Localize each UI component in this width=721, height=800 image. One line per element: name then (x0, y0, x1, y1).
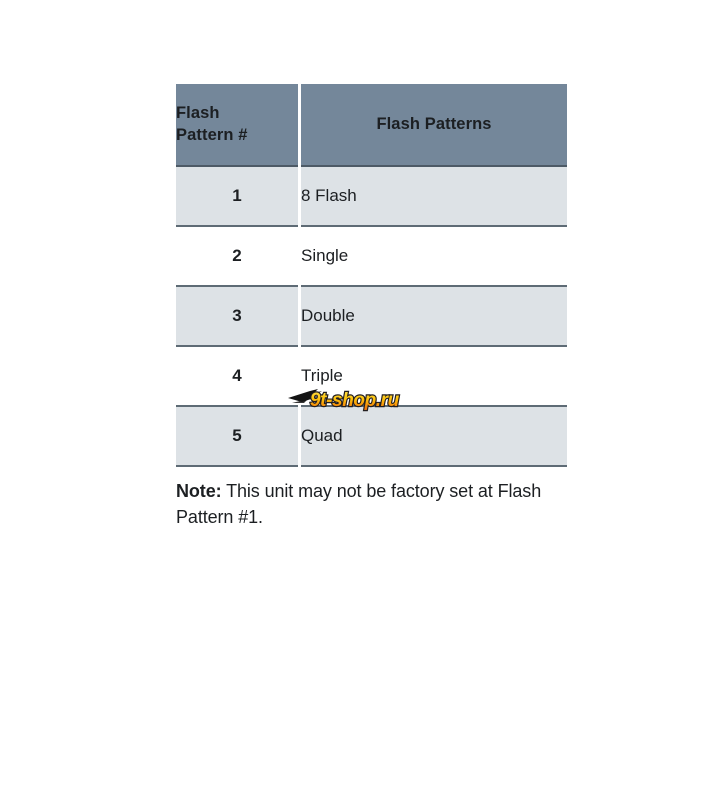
table-row: 5 Quad (176, 407, 567, 467)
table-header: Flash Pattern # Flash Patterns (176, 84, 567, 167)
column-gutter (298, 84, 301, 167)
row-gutter (298, 287, 301, 347)
cell-pattern-name: Double (301, 287, 567, 347)
row-gutter (298, 407, 301, 467)
cell-pattern-number: 1 (176, 167, 298, 227)
table-row: 4 Triple (176, 347, 567, 407)
table-body: 1 8 Flash 2 Single 3 Double 4 Tr (176, 167, 567, 467)
note-text: Note: This unit may not be factory set a… (176, 478, 566, 530)
cell-pattern-number: 2 (176, 227, 298, 287)
cell-pattern-number: 5 (176, 407, 298, 467)
cell-pattern-name: Single (301, 227, 567, 287)
cell-pattern-name: Triple (301, 347, 567, 407)
note-label: Note: (176, 481, 222, 501)
column-header-line2: Pattern # (176, 125, 248, 144)
column-header-flash-patterns: Flash Patterns (301, 84, 567, 167)
row-gutter (298, 347, 301, 407)
column-header-flash-pattern-number: Flash Pattern # (176, 84, 298, 167)
table-row: 3 Double (176, 287, 567, 347)
column-header-line1: Flash (176, 103, 220, 122)
cell-pattern-name: Quad (301, 407, 567, 467)
cell-pattern-name: 8 Flash (301, 167, 567, 227)
flash-pattern-table: Flash Pattern # Flash Patterns 1 8 Flash… (176, 84, 567, 467)
row-gutter (298, 227, 301, 287)
cell-pattern-number: 4 (176, 347, 298, 407)
note-body: This unit may not be factory set at Flas… (176, 481, 542, 528)
row-gutter (298, 167, 301, 227)
cell-pattern-number: 3 (176, 287, 298, 347)
table-row: 2 Single (176, 227, 567, 287)
table-row: 1 8 Flash (176, 167, 567, 227)
table-header-row: Flash Pattern # Flash Patterns (176, 84, 567, 167)
flash-pattern-table-container: Flash Pattern # Flash Patterns 1 8 Flash… (176, 84, 567, 467)
